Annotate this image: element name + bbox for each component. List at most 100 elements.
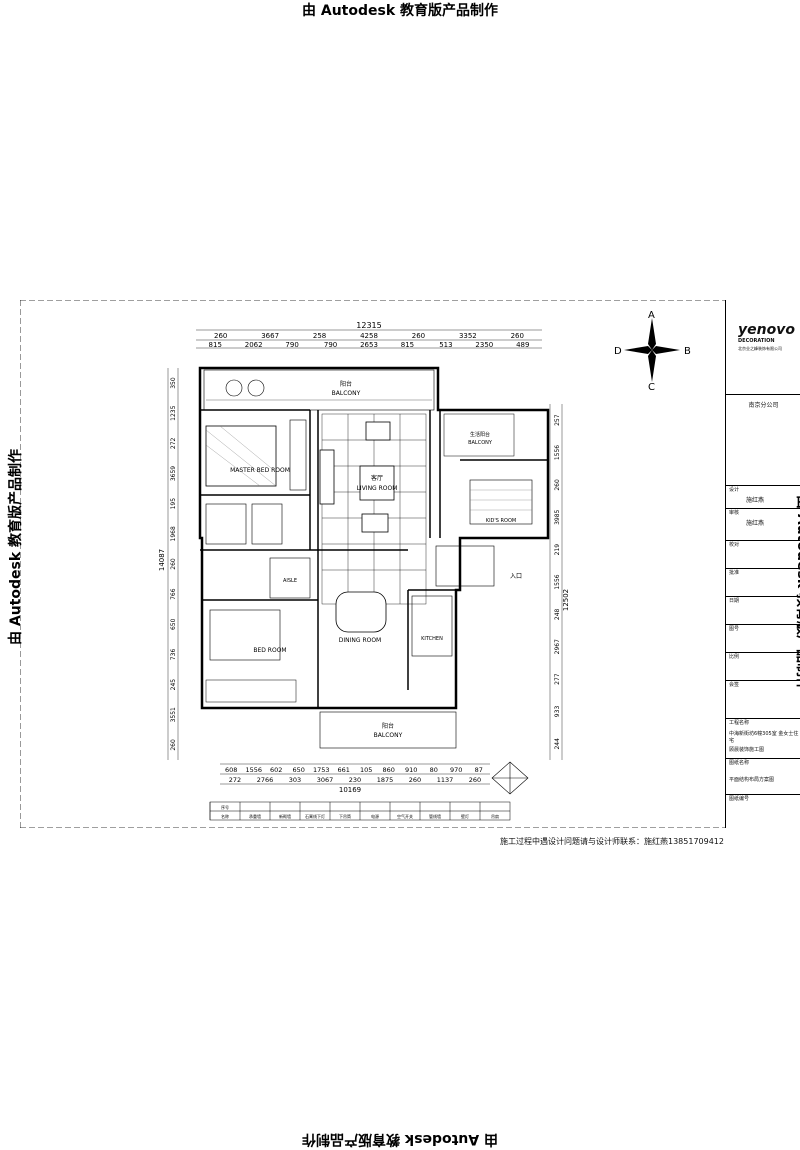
dim-label: 260 (554, 479, 561, 491)
kitchen-counter (411, 595, 453, 657)
dim-label: 244 (554, 738, 561, 750)
checker-name: 施红燕 (746, 520, 765, 527)
dim-label: 1753 (313, 766, 330, 774)
dim-label: 272 (170, 437, 177, 449)
compass-d: D (614, 346, 622, 357)
compass-c: C (648, 382, 655, 393)
legend-header: 序号 (221, 804, 229, 810)
balcony-right-label-cn: 生活阳台 (470, 431, 490, 438)
dim-label: 260 (469, 776, 481, 784)
sofa (319, 449, 335, 505)
dim-label: 602 (270, 766, 282, 774)
bedroom-label: BED ROOM (253, 647, 286, 654)
armchair (361, 513, 389, 533)
dim-label: 2967 (554, 639, 561, 654)
dim-label: 3067 (317, 776, 334, 784)
living-room-label: LIVING ROOM (357, 485, 398, 492)
dim-label: 1556 (554, 445, 561, 460)
living-room-label-cn: 客厅 (371, 474, 383, 482)
project-sub: 顾晨装饰施工图 (729, 747, 765, 753)
title-block-row: 图号 (726, 624, 800, 652)
branch: 南京分公司 (726, 394, 800, 416)
dim-label: 105 (360, 766, 372, 774)
balcony-top-label: BALCONY (332, 390, 361, 397)
mini-compass-icon (491, 761, 529, 795)
chair-icon (247, 379, 265, 397)
checker-label: 审核 (726, 508, 800, 522)
dim-label: 766 (170, 588, 177, 600)
dim-label: 489 (516, 341, 529, 349)
balcony-top-label-cn: 阳台 (340, 380, 352, 388)
dim-label: 650 (293, 766, 305, 774)
title-block-row: 校对 (726, 540, 800, 568)
bottom-total-dim: 10169 (339, 786, 361, 794)
dim-label: 258 (313, 332, 326, 340)
title-block-row: 批准 (726, 568, 800, 596)
aisle-cabinet (269, 557, 311, 599)
dim-label: 230 (349, 776, 361, 784)
dim-label: 2062 (245, 341, 263, 349)
coffee-table (359, 465, 395, 501)
left-dims: 3501235272365919519682607666507362453551… (170, 377, 177, 750)
dim-label: 260 (511, 332, 524, 340)
legend-item: 吊扇 (491, 813, 499, 819)
legend-item: 石膏线下灯 (305, 813, 325, 819)
dim-label: 815 (209, 341, 222, 349)
entry-label: 入口 (510, 573, 522, 580)
balcony-bottom-label-cn: 阳台 (382, 722, 394, 730)
living-room-tiles (321, 413, 427, 605)
dim-label: 245 (170, 679, 177, 691)
master-bedroom-label: MASTER BED ROOM (230, 467, 290, 474)
watermark-top: 由 Autodesk 教育版产品制作 (301, 3, 499, 19)
legend-item: 新砌墙 (279, 813, 291, 819)
dim-label: 1968 (170, 526, 177, 541)
dim-label: 970 (450, 766, 462, 774)
kitchen-label: KITCHEN (421, 636, 443, 642)
dim-label: 303 (289, 776, 301, 784)
top-total-dim: 12315 (356, 321, 381, 330)
legend-item: 空气开关 (397, 813, 413, 819)
dim-label: 1875 (377, 776, 394, 784)
dim-label: 1556 (245, 766, 262, 774)
armchair (365, 421, 391, 441)
dim-label: 260 (170, 739, 177, 751)
logo: yenovo (738, 322, 795, 338)
dim-label: 260 (170, 558, 177, 570)
dim-label: 219 (554, 544, 561, 556)
title-block: yenovo DECORATION 北京业之峰装饰有限公司 南京分公司 设计 施… (725, 300, 800, 828)
title-block-row: 日期 (726, 596, 800, 624)
legend-item: 壁灯 (461, 813, 469, 819)
dim-label: 272 (229, 776, 241, 784)
dim-label: 860 (383, 766, 395, 774)
legend-item: 下吊筒 (339, 813, 351, 819)
dim-label: 3659 (170, 466, 177, 481)
designer-name: 施红燕 (746, 497, 765, 504)
drawing-label: 图纸名称 (726, 758, 800, 794)
legend-item: 名称 (221, 813, 229, 819)
dim-label: 350 (170, 377, 177, 389)
dining-table (335, 591, 387, 633)
dim-label: 195 (170, 498, 177, 510)
bed (209, 609, 281, 661)
left-total-dim: 14087 (158, 549, 166, 571)
dim-label: 3551 (170, 707, 177, 722)
compass-a: A (648, 310, 655, 321)
watermark-bottom: 由 Autodesk 教育版产品制作 (301, 1131, 499, 1147)
legend-cells: 名称承重墙新砌墙石膏线下灯下吊筒电源空气开关管线墙壁灯吊扇序号 (209, 802, 499, 820)
dim-label: 248 (554, 608, 561, 620)
dim-label: 260 (412, 332, 425, 340)
dim-label: 87 (475, 766, 483, 774)
legend-item: 管线墙 (429, 813, 441, 819)
top-dimensions (196, 329, 542, 349)
wardrobe (289, 419, 307, 491)
footer-note: 施工过程中遇设计问题请与设计师联系：施红燕13851709412 (500, 837, 724, 846)
dim-label: 277 (554, 673, 561, 685)
dim-label: 790 (324, 341, 337, 349)
designer-label: 设计 (726, 485, 800, 499)
balcony-top (203, 369, 435, 411)
dim-label: 1235 (170, 405, 177, 420)
